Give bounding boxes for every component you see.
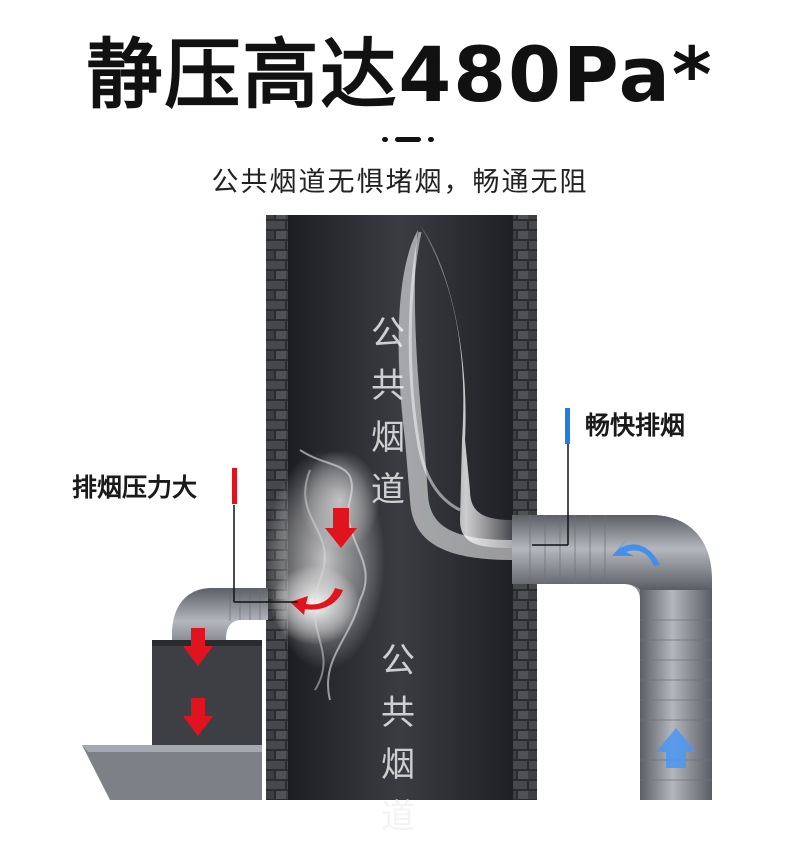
shaft-char: 道 <box>371 470 405 510</box>
shaft-char: 共 <box>371 366 405 406</box>
left-red-marker <box>232 468 237 504</box>
blue-flow-arrow-upper <box>612 538 660 566</box>
subheadline: 公共烟道无惧堵烟，畅通无阻 <box>211 167 589 198</box>
left-label: 排烟压力大 <box>72 473 198 502</box>
shaft-char: 道 <box>381 797 415 837</box>
shaft-text-lower: 公 共 烟 道 <box>378 635 418 843</box>
shaft-char: 共 <box>381 693 415 733</box>
range-hood-body <box>152 640 262 745</box>
right-brick-wall <box>513 215 537 800</box>
chimney-illustration <box>82 215 712 800</box>
right-blue-marker <box>565 408 570 444</box>
divider-dots <box>382 137 442 143</box>
shaft-char: 公 <box>381 641 415 681</box>
shaft-char: 烟 <box>371 418 405 458</box>
red-flow-arrows <box>183 508 357 736</box>
right-label: 畅快排烟 <box>585 411 686 440</box>
blue-flow-arrow-lower <box>656 728 696 768</box>
shaft-char: 烟 <box>381 745 415 785</box>
shaft-char: 公 <box>371 314 405 354</box>
shaft-text-upper: 公 共 烟 道 <box>368 308 408 516</box>
range-hood-skirt <box>82 745 262 800</box>
headline: 静压高达480Pa* <box>86 30 714 119</box>
smoke-plume <box>420 225 512 548</box>
